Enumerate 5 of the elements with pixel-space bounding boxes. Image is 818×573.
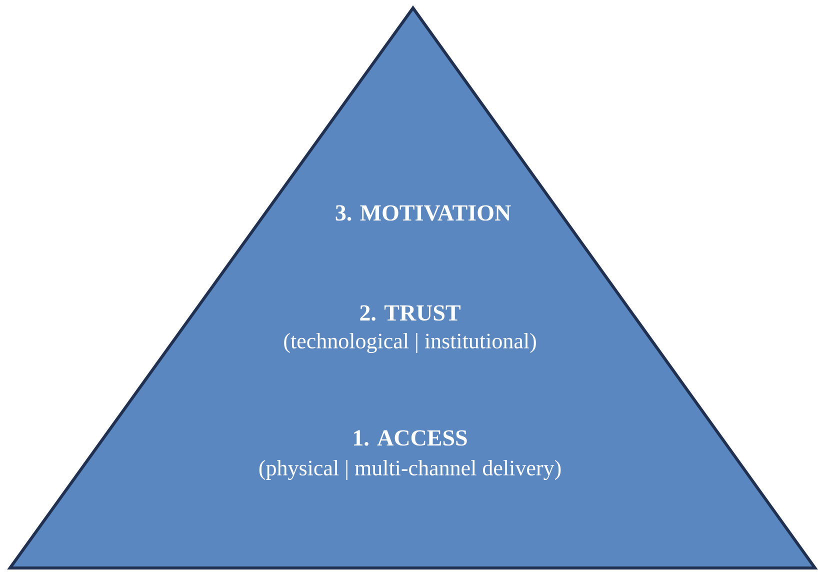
level-description: (physical | multi-channel delivery)	[259, 460, 561, 480]
level-heading: 2. TRUST	[360, 305, 460, 321]
level-description: (technological | institutional)	[284, 333, 536, 354]
level-heading: 1. ACCESS	[354, 430, 467, 446]
level-heading: 3. MOTIVATION	[336, 205, 511, 221]
